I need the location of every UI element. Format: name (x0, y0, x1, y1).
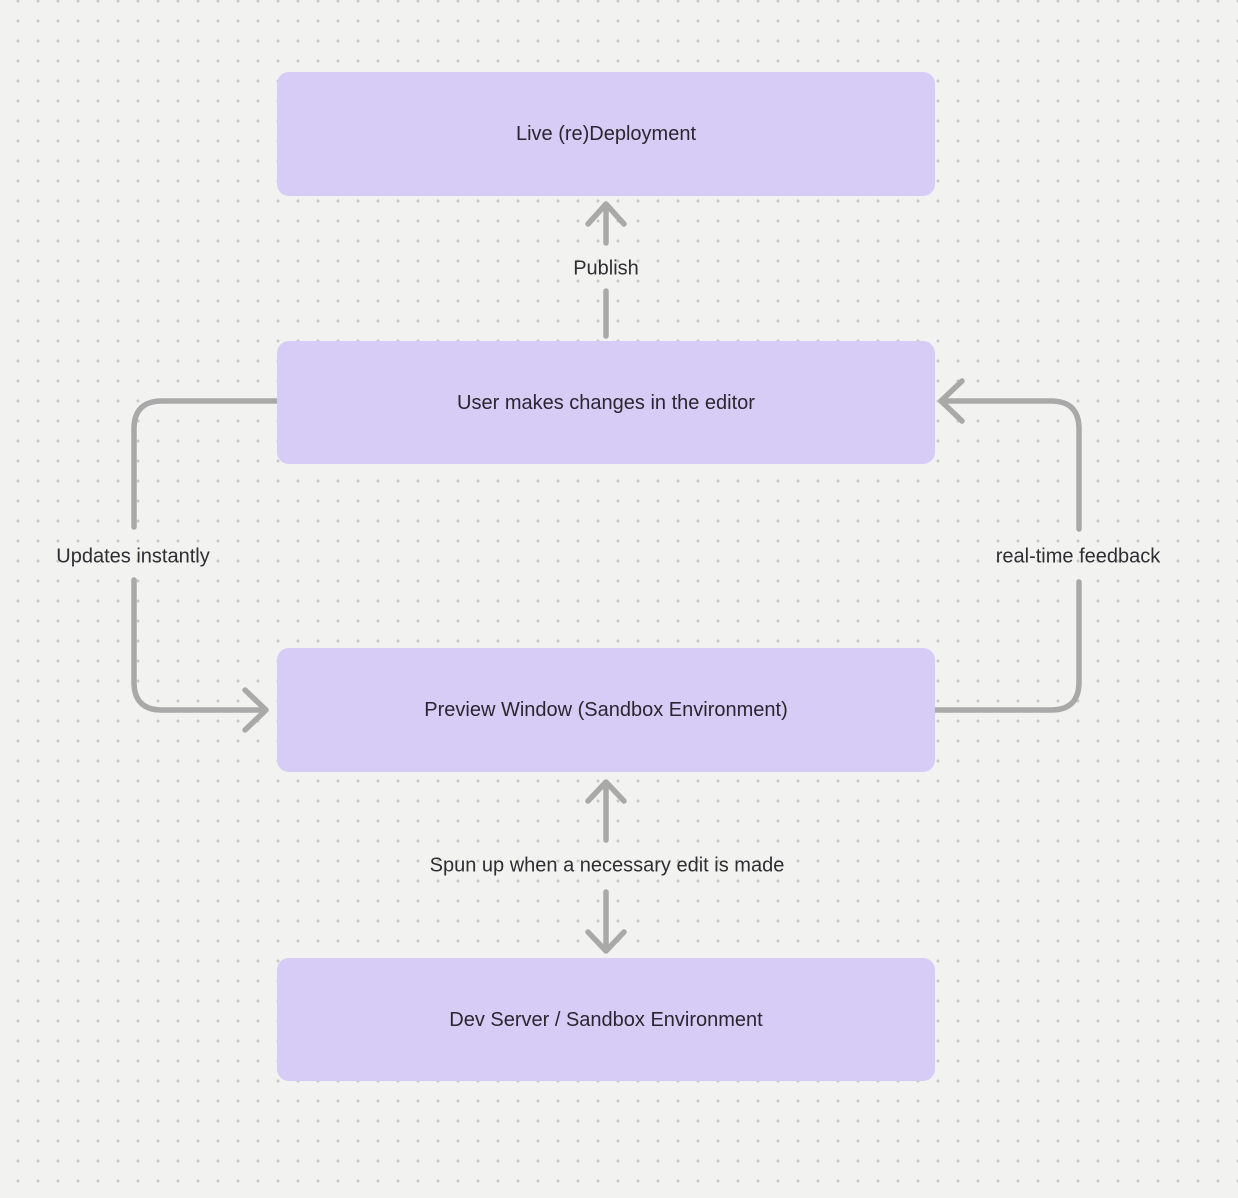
edge-label-publish: Publish (573, 257, 639, 280)
node-live-deployment-label: Live (re)Deployment (515, 123, 697, 145)
node-editor-label: User makes changes in the editor (457, 391, 755, 414)
arrowhead-right-icon (242, 687, 269, 733)
node-live-deployment: Live (re)Deployment (277, 72, 935, 196)
node-preview-window: Preview Window (Sandbox Environment) (277, 648, 935, 772)
publish-arrow (585, 201, 627, 339)
updates-instantly-arrow (131, 398, 280, 733)
arrowhead-down-icon (585, 929, 627, 954)
edge-label-spun-up: Spun up when a necessary edit is made (429, 854, 785, 877)
edge-label-real-time-feedback: real-time feedback (995, 545, 1161, 568)
arrowhead-up-icon (585, 201, 627, 227)
arrowhead-left-icon (938, 378, 965, 424)
node-editor: User makes changes in the editor (277, 341, 935, 464)
node-dev-server-label: Dev Server / Sandbox Environment (449, 1008, 763, 1031)
node-preview-window-label: Preview Window (Sandbox Environment) (424, 699, 788, 721)
arrowhead-up-icon (585, 779, 627, 804)
spun-up-arrow (585, 779, 627, 954)
real-time-feedback-arrow (932, 378, 1082, 713)
node-dev-server: Dev Server / Sandbox Environment (277, 958, 935, 1081)
edge-label-updates-instantly: Updates instantly (56, 545, 210, 568)
